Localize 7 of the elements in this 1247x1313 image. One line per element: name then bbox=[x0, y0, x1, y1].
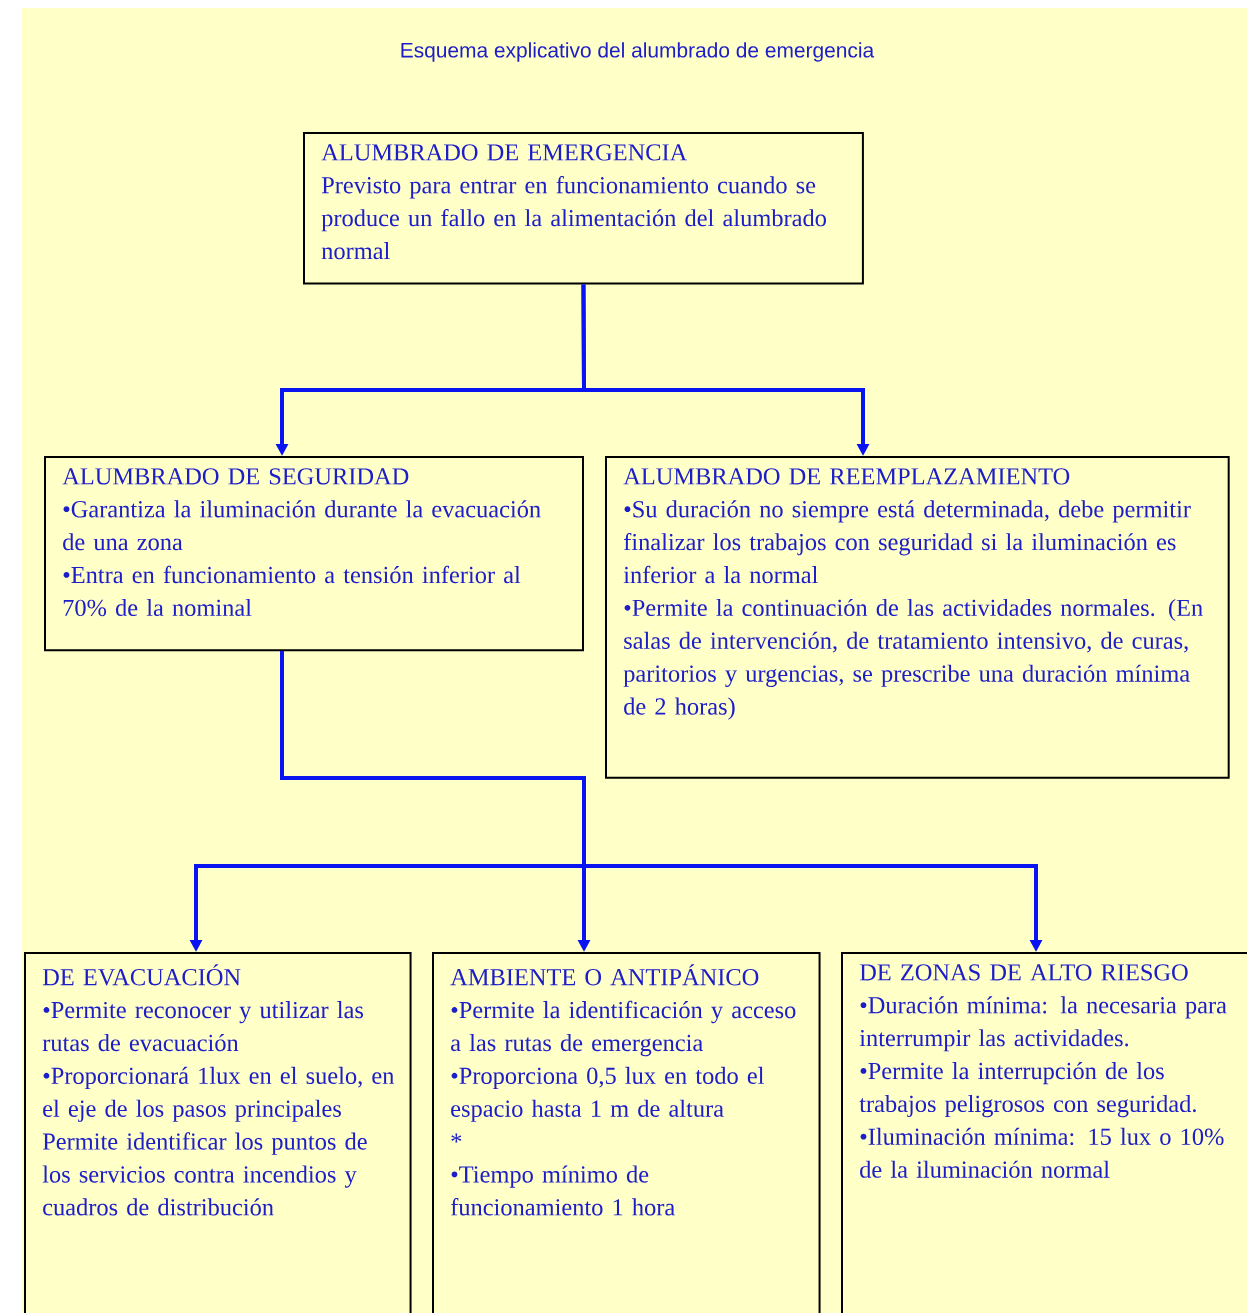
text-box: DE EVACUACIÓN •Permite reconocer y utilizar las rutas de evacuación •Proporcionará 1lux en el suelo, en el eje de los pasos principales Permite identificar los puntos de los servicios contra incendios y cuadros de distribución bbox=[24, 952, 412, 1313]
text-box: ALUMBRADO DE SEGURIDAD •Garantiza la iluminación durante la evacuación de una zona •Entra en funcionamiento a tensión inferior al 70% de la nominal bbox=[44, 456, 584, 652]
text-box: ALUMBRADO DE EMERGENCIA Previsto para entrar en funcionamiento cuando se produce un fallo en la alimentación del alumbrado normal bbox=[303, 132, 864, 285]
diagram-title: Esquema explicativo del alumbrado de emergencia bbox=[401, 42, 875, 62]
text-box: AMBIENTE O ANTIPÁNICO •Permite la identificación y acceso a las rutas de emergencia •Proporciona 0,5 lux en todo el espacio hasta 1 m de altura * •Tiempo mínimo de funcionamiento 1 hora bbox=[432, 952, 821, 1313]
text-box: ALUMBRADO DE REEMPLAZAMIENTO •Su duración no siempre está determinada, debe permitir finalizar los trabajos con seguridad si la iluminación es inferior a la normal •Permite la continuación de las actividades normales. (En salas de intervención, de tratamiento intensivo, de curas, paritorios y urgencias, se prescribe una duración mínima de 2 horas) bbox=[605, 456, 1230, 779]
text-box: DE ZONAS DE ALTO RIESGO •Duración mínima: la necesaria para interrumpir las actividades. •Permite la interrupción de los trabajos peligrosos con seguridad. •Iluminación mínima: 15 lux o 10% de la iluminación normal bbox=[841, 952, 1247, 1313]
